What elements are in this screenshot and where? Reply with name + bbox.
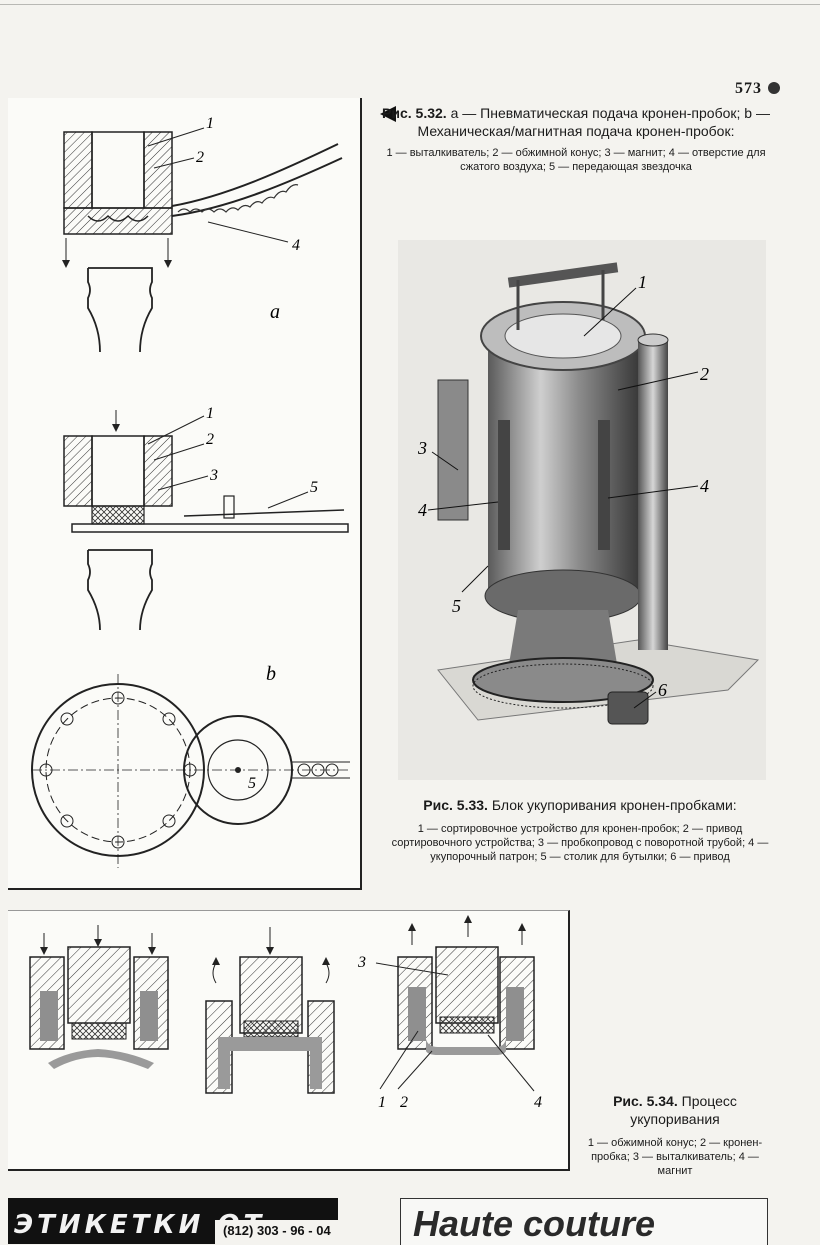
figure-5-33-svg: 1 2 3 4 4 5 6 xyxy=(417,262,760,725)
fig532-a-label-2: 2 xyxy=(196,149,204,166)
fig532-b-label-5: 5 xyxy=(310,479,318,496)
fig532-label-b: b xyxy=(266,663,276,685)
fig532-label-a: a xyxy=(270,301,280,323)
fig532-title-label: Рис. 5.32. xyxy=(382,105,447,121)
figure-5-33-photo: 1 2 3 4 4 5 6 xyxy=(398,240,766,780)
figure-5-34-caption: Рис. 5.34. Процесс укупоривания 1 — обжи… xyxy=(580,1092,770,1178)
figure-5-32-drawing: 1 2 4 a 1 2 3 5 b xyxy=(8,98,362,890)
fig534-label-3: 3 xyxy=(357,954,366,971)
fig534-label-1: 1 xyxy=(378,1094,386,1111)
fig532-b-label-1: 1 xyxy=(206,405,214,422)
page-marker-icon xyxy=(768,82,780,94)
fig532-b-label-2: 2 xyxy=(206,431,214,448)
fig533-title-text: Блок укупоривания кронен-пробками: xyxy=(491,797,737,813)
top-rule xyxy=(0,4,820,5)
fig533-label-4b: 4 xyxy=(700,476,709,496)
page-number: 573 xyxy=(735,80,762,97)
fig533-title-label: Рис. 5.33. xyxy=(423,797,488,813)
fig534-title: Рис. 5.34. Процесс укупоривания xyxy=(580,1092,770,1128)
diagram-b-section: 1 2 3 5 b xyxy=(63,405,349,685)
fig532-a-label-1: 1 xyxy=(206,115,214,132)
fig533-title: Рис. 5.33. Блок укупоривания кронен-проб… xyxy=(390,796,770,814)
stage-3: 3 1 2 4 xyxy=(357,915,542,1111)
fig534-title-label: Рис. 5.34. xyxy=(613,1093,678,1109)
figure-5-33-caption: Рис. 5.33. Блок укупоривания кронен-проб… xyxy=(390,796,770,864)
fig533-label-4a: 4 xyxy=(418,500,427,520)
diagram-b-plan: 5 xyxy=(31,674,350,868)
fig532-legend: 1 — выталкиватель; 2 — обжимной конус; 3… xyxy=(386,147,766,173)
figure-5-32-caption: Рис. 5.32. а — Пневматическая подача кро… xyxy=(376,104,776,174)
fig532-b-plan-label-5: 5 xyxy=(248,775,256,792)
footer-ad-phone: (812) 303 - 96 - 04 xyxy=(215,1220,363,1244)
fig532-a-label-4: 4 xyxy=(292,237,300,254)
figure-5-32-svg: 1 2 4 a 1 2 3 5 b xyxy=(31,115,350,868)
fig532-title-text: а — Пневматическая подача кронен-пробок;… xyxy=(417,105,770,139)
pointer-arrow-icon xyxy=(380,106,396,122)
fig533-label-6: 6 xyxy=(658,680,667,700)
fig533-label-2: 2 xyxy=(700,364,709,384)
fig534-legend: 1 — обжимной конус; 2 — кронен-пробка; 3… xyxy=(587,1137,763,1177)
fig534-label-4: 4 xyxy=(534,1094,542,1111)
fig533-label-5: 5 xyxy=(452,596,461,616)
footer-ad-haute-couture-text: Haute couture xyxy=(413,1203,656,1244)
fig533-label-3: 3 xyxy=(417,438,427,458)
fig534-title-text: Процесс укупоривания xyxy=(630,1093,737,1127)
fig534-label-2: 2 xyxy=(400,1094,408,1111)
diagram-a: 1 2 4 a xyxy=(62,115,343,353)
figure-5-34-svg: 3 1 2 4 xyxy=(29,915,542,1111)
fig533-legend: 1 — сортировочное устройство для кронен-… xyxy=(391,823,769,863)
figure-5-34-drawing: 3 1 2 4 xyxy=(8,910,570,1171)
fig533-label-1: 1 xyxy=(638,272,647,292)
footer-ad-haute-couture: Haute couture xyxy=(400,1198,768,1245)
stage-2 xyxy=(205,927,335,1094)
stage-1 xyxy=(29,925,169,1069)
fig532-title: Рис. 5.32. а — Пневматическая подача кро… xyxy=(376,104,776,140)
fig532-b-label-3: 3 xyxy=(209,467,218,484)
